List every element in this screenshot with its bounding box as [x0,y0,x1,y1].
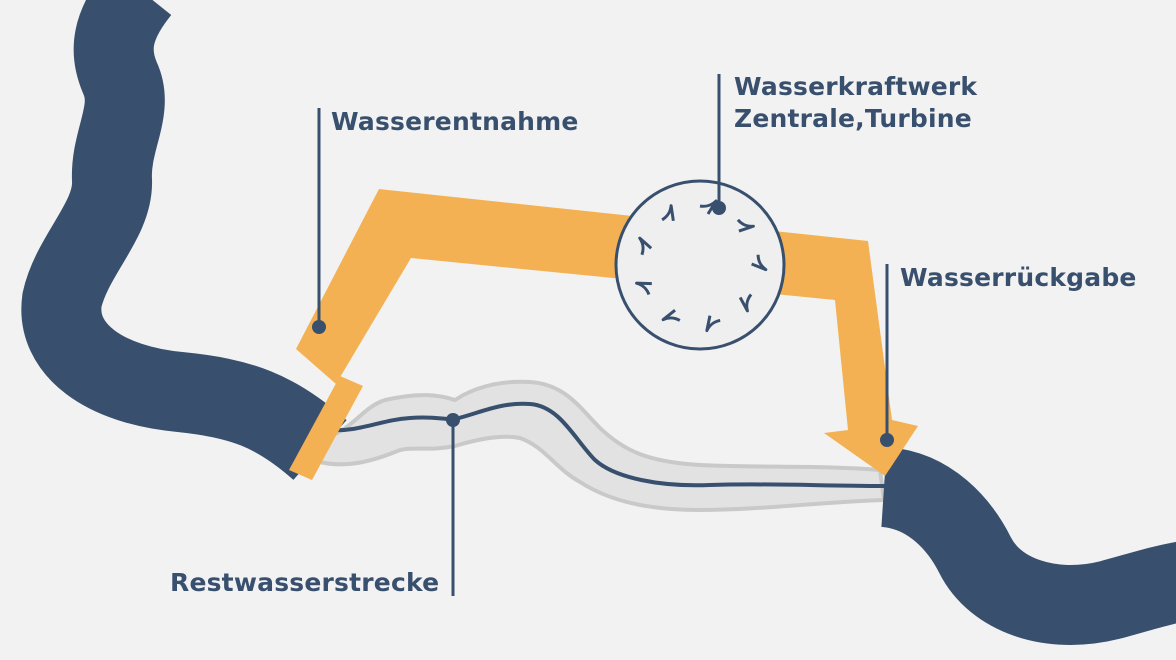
residual-flow-label: Restwasserstrecke [170,568,440,597]
residual-bed-shape [318,379,886,512]
return-marker [880,433,894,447]
residual-marker [446,413,460,427]
water-return-label: Wasserrückgabe [900,263,1137,292]
residual-river-bed [318,379,886,512]
turbine-icon [614,179,786,351]
power-plant-label-line2: Zentrale,Turbine [734,104,972,133]
intake-marker [312,320,326,334]
water-intake-label: Wasserentnahme [331,107,579,136]
plant-marker [712,201,726,215]
callout-markers [312,201,894,447]
river [21,0,1176,645]
river-downstream [879,447,1176,645]
river-upstream [21,0,347,481]
power-plant-label-line1: Wasserkraftwerk [734,72,978,101]
callout-lines [317,74,889,596]
residual-flow-line [328,401,886,488]
intake-weir [289,376,363,480]
power-plant-label: Wasserkraftwerk Zentrale,Turbine [734,71,977,135]
